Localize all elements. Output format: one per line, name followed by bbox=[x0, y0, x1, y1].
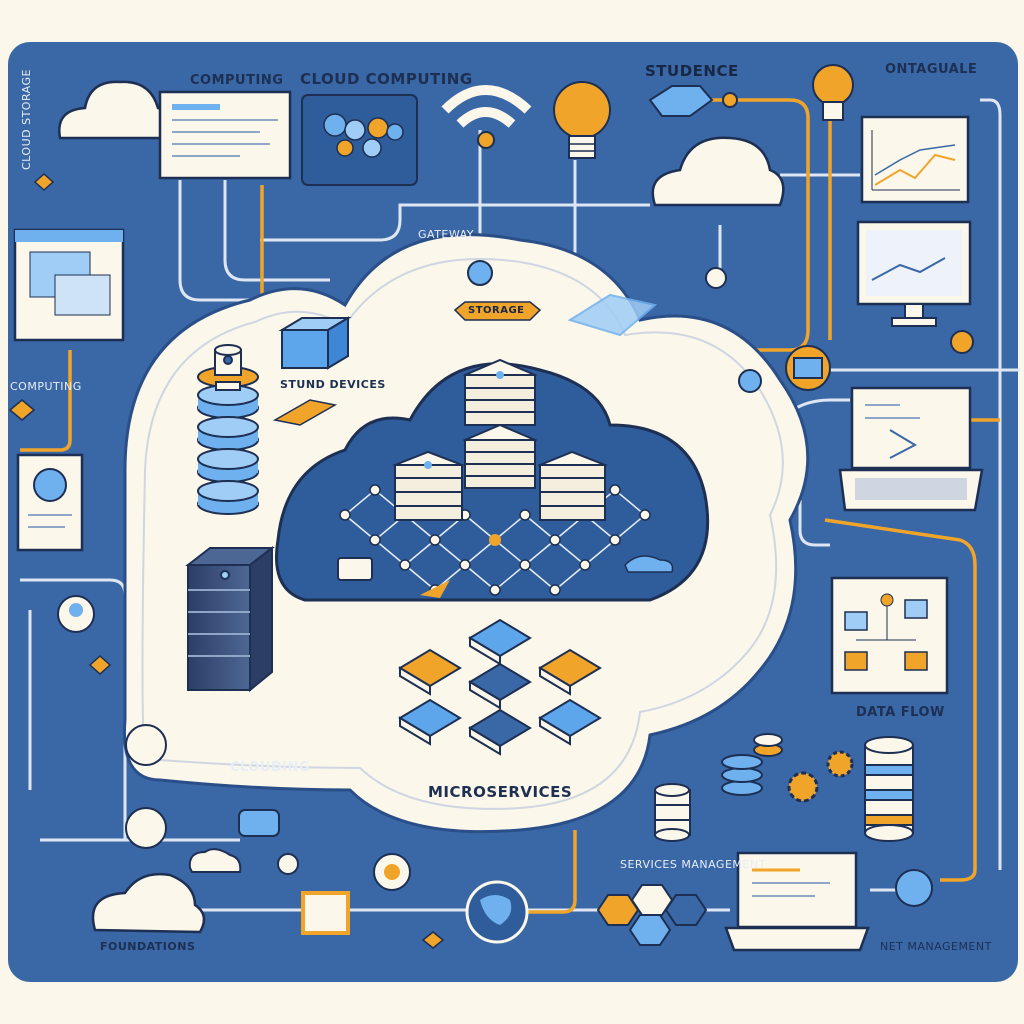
label-gateway-note: GATEWAY bbox=[418, 228, 475, 241]
wifi-icon bbox=[441, 85, 532, 128]
connector-dot bbox=[277, 853, 299, 875]
coin-center bbox=[384, 864, 400, 880]
lightbulb-icon-small bbox=[812, 64, 854, 121]
toggle-icon bbox=[238, 809, 280, 837]
email-icon bbox=[793, 357, 823, 379]
mini-cloud-icon bbox=[624, 555, 674, 573]
globe-continent bbox=[480, 895, 512, 925]
avatar-head bbox=[69, 603, 83, 617]
microservices-tiles bbox=[398, 618, 602, 756]
label-storage-banner: STORAGE bbox=[468, 305, 525, 316]
label-cloud-computing: CLOUD COMPUTING bbox=[300, 70, 473, 88]
orange-diamond-markers bbox=[8, 172, 445, 949]
laptop-icon-bottom bbox=[724, 851, 870, 952]
label-side-left: COMPUTING bbox=[10, 380, 82, 393]
cloud-icon-upper-right bbox=[651, 136, 785, 207]
node-circle-icon bbox=[895, 869, 933, 907]
mesh-node-accent bbox=[489, 534, 501, 546]
storage-box-icon bbox=[337, 557, 373, 581]
wifi-dot bbox=[477, 131, 495, 149]
cloud-icon-bottom-left bbox=[91, 872, 206, 934]
flowchart-card bbox=[830, 576, 949, 695]
label-side-left2: CLOUD STORAGE bbox=[20, 69, 33, 170]
small-cloud-icon bbox=[188, 848, 242, 873]
connector-dot bbox=[722, 92, 738, 108]
hexagon-cluster bbox=[596, 884, 708, 946]
label-services-bottom: SERVICES MANAGEMENT bbox=[620, 858, 766, 871]
arrow-icon bbox=[420, 580, 450, 598]
coin-icon bbox=[950, 330, 974, 354]
flag-icon bbox=[272, 399, 338, 426]
storage-banner bbox=[453, 301, 542, 321]
cloud-computing-panel bbox=[301, 94, 418, 186]
gear-icon-small bbox=[826, 750, 854, 778]
database-disk-stack bbox=[197, 344, 259, 515]
label-ontaguale: ONTAGUALE bbox=[885, 62, 978, 77]
profile-card-left bbox=[16, 453, 84, 552]
cloud-badge-icon bbox=[125, 724, 167, 766]
database-icon-right bbox=[864, 736, 914, 842]
label-net-management: NET MANAGEMENT bbox=[880, 940, 992, 953]
network-hub-icon bbox=[467, 260, 493, 286]
label-clouding: CLOUDING bbox=[230, 760, 311, 775]
lightbulb-icon bbox=[553, 81, 611, 159]
server-rack bbox=[185, 545, 275, 693]
document-icon-small bbox=[301, 891, 350, 935]
label-storage-devices: STUND DEVICES bbox=[280, 378, 386, 391]
database-icon-small bbox=[654, 783, 691, 842]
warning-badge-icon bbox=[125, 807, 167, 849]
server-stack-center bbox=[462, 358, 538, 489]
label-foundations: FOUNDATIONS bbox=[100, 940, 196, 953]
server-stack-right bbox=[537, 450, 608, 521]
document-panel-top bbox=[158, 90, 292, 180]
node-icon bbox=[705, 267, 727, 289]
label-studence: STUDENCE bbox=[645, 62, 739, 80]
status-led bbox=[496, 371, 504, 379]
coin-stack-icon bbox=[721, 733, 783, 796]
image-panel-left bbox=[13, 228, 125, 342]
blue-cube-icon bbox=[278, 316, 352, 370]
studence-badge bbox=[648, 85, 714, 117]
label-microservices: MICROSERVICES bbox=[428, 783, 573, 801]
glass-panel-icon bbox=[567, 293, 658, 337]
bird-icon bbox=[738, 369, 762, 393]
laptop-icon-right bbox=[838, 386, 984, 512]
label-computing: COMPUTING bbox=[190, 73, 284, 88]
chart-card bbox=[860, 115, 970, 204]
status-led bbox=[424, 461, 432, 469]
monitor-icon bbox=[856, 220, 972, 327]
server-stack-left bbox=[392, 450, 465, 521]
gear-icon bbox=[787, 771, 819, 803]
label-data-flow: DATA FLOW bbox=[856, 705, 945, 720]
